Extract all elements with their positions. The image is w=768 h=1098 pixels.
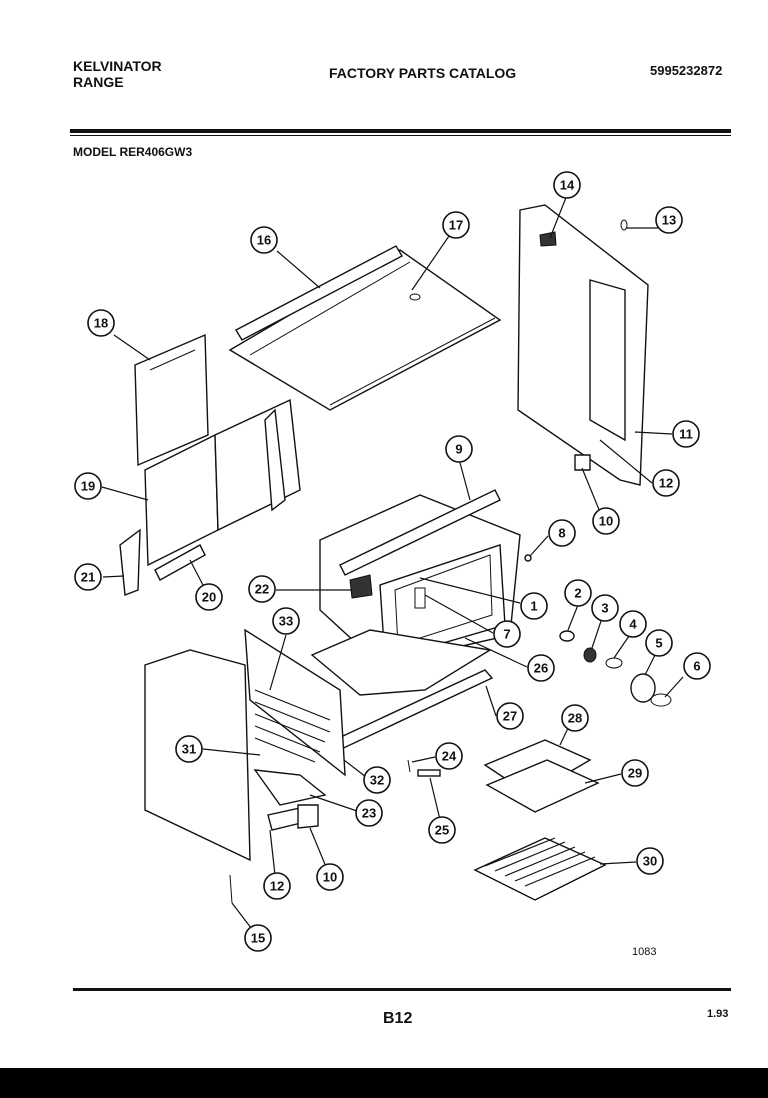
- callout-32: 32: [363, 766, 391, 794]
- callout-12-lower: 12: [263, 872, 291, 900]
- page-number: B12: [383, 1010, 413, 1027]
- brand-line-2: RANGE: [73, 74, 124, 90]
- diagram-code: 1083: [632, 946, 657, 958]
- callout-10-upper: 10: [592, 507, 620, 535]
- callout-28: 28: [561, 704, 589, 732]
- svg-text:8: 8: [558, 526, 565, 541]
- side-panel-part: [119, 398, 301, 596]
- callout-16: 16: [250, 226, 278, 254]
- svg-text:25: 25: [435, 823, 449, 838]
- svg-text:5: 5: [655, 636, 662, 651]
- brand-name: KELVINATOR RANGE: [73, 58, 162, 90]
- catalog-title: FACTORY PARTS CATALOG: [329, 65, 517, 81]
- svg-text:27: 27: [503, 709, 517, 724]
- callout-6: 6: [683, 652, 711, 680]
- svg-text:28: 28: [568, 711, 582, 726]
- svg-text:7: 7: [503, 627, 510, 642]
- svg-text:18: 18: [94, 316, 108, 331]
- callout-22: 22: [248, 575, 276, 603]
- callout-10-lower: 10: [316, 863, 344, 891]
- svg-text:31: 31: [182, 742, 196, 757]
- svg-text:6: 6: [693, 659, 700, 674]
- broiler-pan-part: [483, 739, 600, 813]
- svg-text:23: 23: [362, 806, 376, 821]
- svg-text:32: 32: [370, 773, 384, 788]
- svg-text:24: 24: [442, 749, 457, 764]
- scan-edge-bar: [0, 1068, 768, 1098]
- fastener-parts: [407, 759, 441, 777]
- callout-26: 26: [527, 654, 555, 682]
- svg-text:2: 2: [574, 586, 581, 601]
- callout-1: 1: [520, 592, 548, 620]
- callout-17: 17: [442, 211, 470, 239]
- callout-12-upper: 12: [652, 469, 680, 497]
- control-hardware-parts: [559, 630, 672, 707]
- callout-31: 31: [175, 735, 203, 763]
- callout-23: 23: [355, 799, 383, 827]
- svg-text:16: 16: [257, 233, 271, 248]
- callout-27: 27: [496, 702, 524, 730]
- header-rule: [70, 129, 731, 133]
- catalog-part-number: 5995232872: [650, 63, 723, 78]
- svg-text:1: 1: [530, 599, 537, 614]
- callout-20: 20: [195, 583, 223, 611]
- svg-text:14: 14: [560, 178, 575, 193]
- svg-text:12: 12: [659, 476, 673, 491]
- svg-text:22: 22: [255, 582, 269, 597]
- callout-25: 25: [428, 816, 456, 844]
- svg-text:26: 26: [534, 661, 548, 676]
- rear-panel-part: [517, 204, 649, 486]
- header-rule-thin: [70, 135, 731, 136]
- svg-text:17: 17: [449, 218, 463, 233]
- svg-text:21: 21: [81, 570, 95, 585]
- side-insulation-part: [134, 333, 209, 467]
- svg-text:11: 11: [679, 427, 693, 442]
- callout-11: 11: [672, 420, 700, 448]
- callout-33: 33: [272, 607, 300, 635]
- callout-15: 15: [244, 924, 272, 952]
- callout-14: 14: [553, 171, 581, 199]
- svg-text:10: 10: [599, 514, 613, 529]
- callout-3: 3: [591, 594, 619, 622]
- oven-rack-part: [473, 837, 607, 901]
- brand-line-1: KELVINATOR: [73, 58, 162, 74]
- svg-text:29: 29: [628, 766, 642, 781]
- callout-19: 19: [74, 472, 102, 500]
- catalog-date: 1.93: [707, 1008, 729, 1020]
- svg-text:12: 12: [270, 879, 284, 894]
- callout-29: 29: [621, 759, 649, 787]
- svg-text:15: 15: [251, 931, 265, 946]
- callout-4: 4: [619, 610, 647, 638]
- svg-text:20: 20: [202, 590, 216, 605]
- callout-13: 13: [655, 206, 683, 234]
- svg-text:9: 9: [455, 442, 462, 457]
- screw-part-15: [229, 874, 233, 904]
- svg-text:3: 3: [601, 601, 608, 616]
- top-panel-part: [228, 245, 502, 411]
- callout-7: 7: [493, 620, 521, 648]
- callout-21: 21: [74, 563, 102, 591]
- footer-rule: [73, 988, 731, 991]
- lower-cabinet-part: [144, 628, 346, 862]
- callout-2: 2: [564, 579, 592, 607]
- callout-9: 9: [445, 435, 473, 463]
- svg-text:13: 13: [662, 213, 676, 228]
- screw-part-8: [524, 554, 532, 562]
- callout-30: 30: [636, 847, 664, 875]
- svg-text:19: 19: [81, 479, 95, 494]
- callout-5: 5: [645, 629, 673, 657]
- callout-8: 8: [548, 519, 576, 547]
- model-number: MODEL RER406GW3: [73, 145, 193, 159]
- svg-text:33: 33: [279, 614, 293, 629]
- svg-text:4: 4: [629, 617, 637, 632]
- callout-18: 18: [87, 309, 115, 337]
- callout-24: 24: [435, 742, 463, 770]
- svg-text:10: 10: [323, 870, 337, 885]
- svg-text:30: 30: [643, 854, 657, 869]
- oven-bottom-part: [310, 629, 492, 696]
